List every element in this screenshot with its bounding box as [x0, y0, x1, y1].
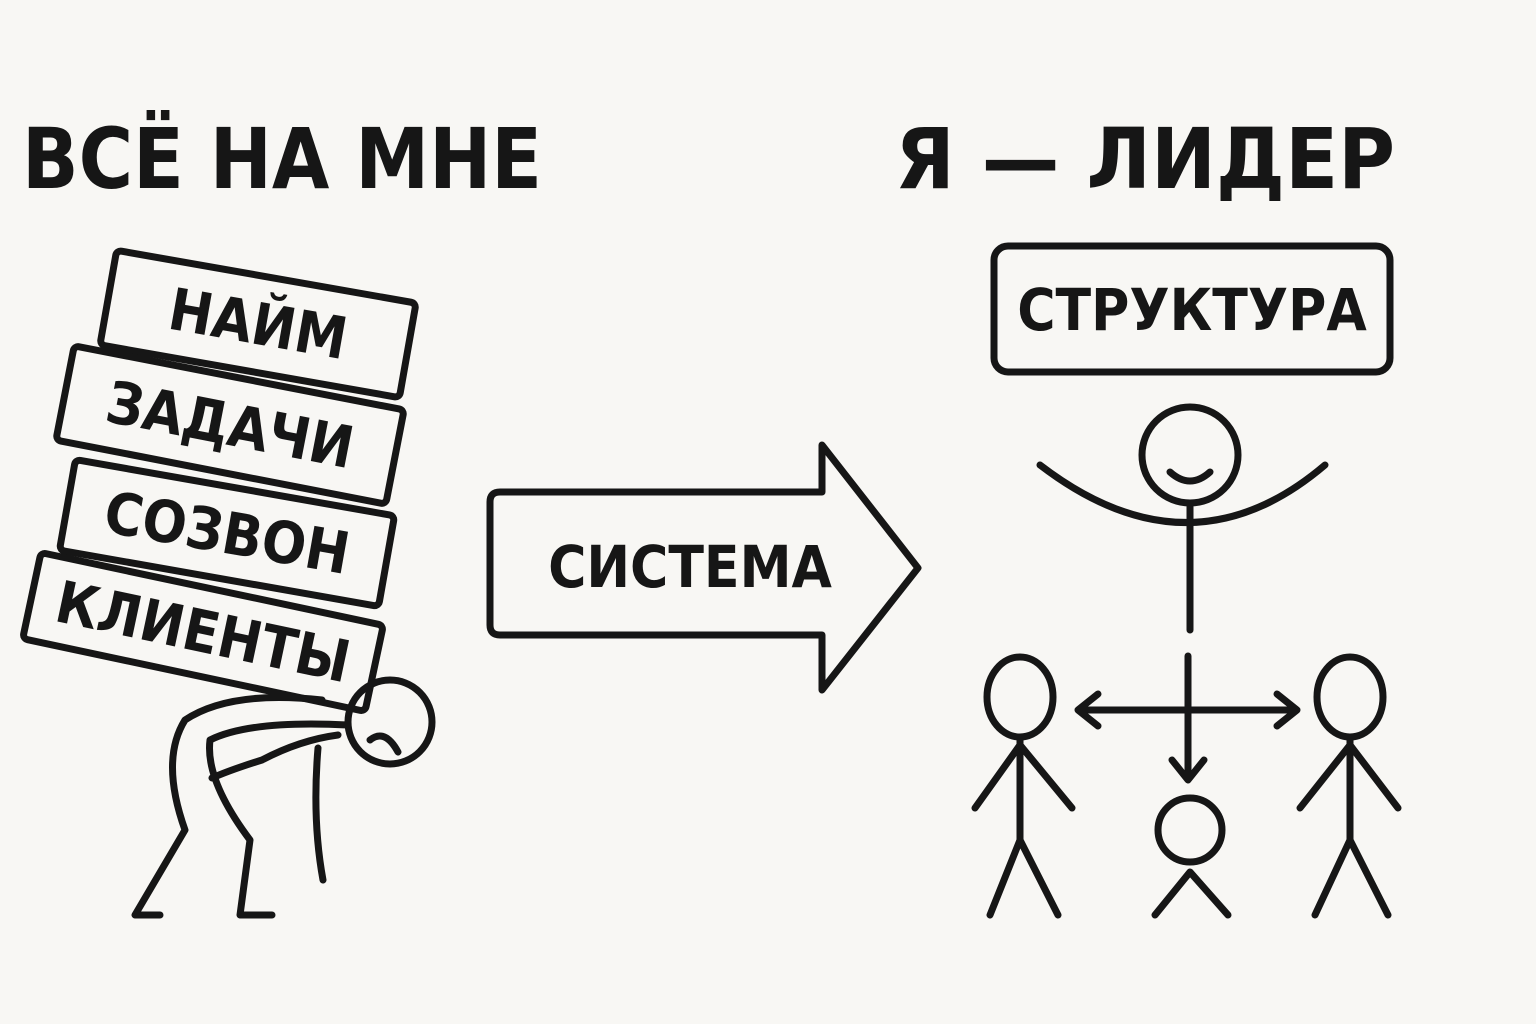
delegation-arrows — [1074, 652, 1301, 784]
structure-box: СТРУКТУРА — [990, 242, 1394, 376]
frown — [366, 732, 402, 756]
svg-text:СТРУКТУРА: СТРУКТУРА — [1017, 276, 1367, 344]
leader-person — [1036, 403, 1329, 634]
left-title: ВСЁ НА МНЕ — [22, 110, 542, 208]
team-member-small — [1151, 794, 1232, 919]
burden-stack: НАЙМ ЗАДАЧИ СОЗВОН КЛИЕНТЫ — [20, 247, 419, 714]
team-member-right — [1296, 653, 1402, 919]
right-title: Я — ЛИДЕР — [895, 110, 1395, 208]
system-arrow: СИСТЕМА — [486, 441, 922, 694]
overburdened-person — [131, 676, 436, 919]
team-member-left — [971, 653, 1076, 919]
arrow-label: СИСТЕМА — [548, 533, 832, 601]
sad-head — [344, 676, 436, 768]
